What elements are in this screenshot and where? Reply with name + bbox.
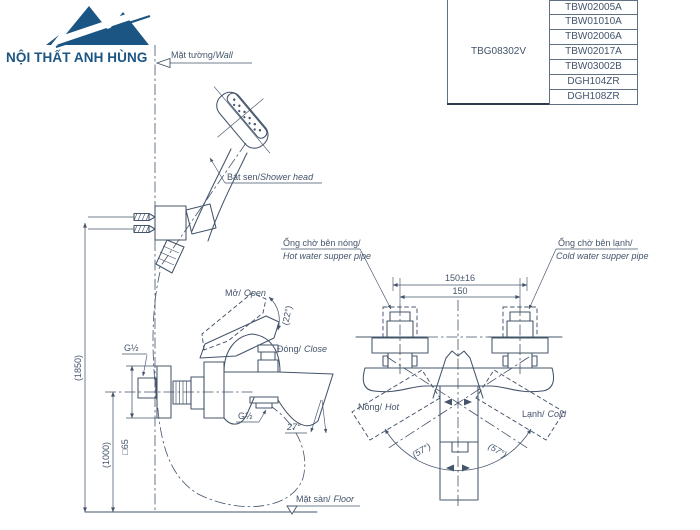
svg-text:Hot water supper pipe: Hot water supper pipe [283,251,371,261]
lever-open [201,292,267,351]
svg-text:G½: G½ [124,343,139,353]
dimension-150-16: 150±16 [392,273,528,291]
escutcheon-plate [156,365,172,419]
shower-head [155,86,271,274]
dimension-plate-65: □65 [120,365,160,455]
spout-angle-27: 27° [285,399,328,434]
svg-text:150: 150 [452,286,467,296]
svg-text:Bát sen/Shower head: Bát sen/Shower head [227,172,314,182]
main-product-code: TBG08302V [447,0,549,103]
open-angle-label: (22°) [280,305,294,326]
side-view: Mặt tường/Wall Mặt sàn/Floor (1850) ( [73,45,360,515]
spout [223,344,334,427]
table-row: DGH108ZR [549,89,638,105]
swing-right-label: (57°) [487,441,509,459]
close-label: Đóng/Close [277,344,327,354]
svg-text:(1850): (1850) [73,355,83,381]
shower-hose [152,271,306,508]
hot-pipe-label: Ống chờ bên nóng/ Hot water supper pipe [281,237,392,310]
wall-arrow-icon [155,57,171,69]
svg-text:Cold water supper pipe: Cold water supper pipe [556,251,649,261]
hot-supply-pipe [371,278,429,374]
dimension-1850: (1850) [73,216,134,513]
table-row: TBW02006A [549,29,638,45]
g-half-wall-label: G½ [122,343,148,377]
knurled-nut [172,380,192,405]
svg-text:Mặt sàn/Floor: Mặt sàn/Floor [296,494,355,504]
product-code-table: TBG08302V TBW02005A TBW01010A TBW02006A … [447,0,638,105]
lever-dome [223,333,281,373]
table-row: TBW02017A [549,44,638,60]
cold-label: Lạnh/Cold [522,409,567,419]
wall-fitting [137,377,157,399]
shower-head-label: Bát sen/Shower head [209,157,322,184]
svg-text:□65: □65 [120,439,130,454]
brand-logo [46,6,151,49]
brand-name: NỘI THẤT ANH HÙNG [6,50,148,65]
shower-bracket [133,203,217,241]
table-row: DGH104ZR [549,74,638,90]
hot-label: Nóng/Hot [358,402,400,412]
open-label: Mở/Open [225,288,266,298]
front-view: 150±16 150 Ống chờ bên nóng/ Hot water s… [281,237,649,508]
svg-text:(1000): (1000) [101,442,111,468]
accessory-code-column: TBW02005A TBW01010A TBW02006A TBW02017A … [549,0,638,105]
table-row: TBW02005A [549,0,638,15]
hose-connector [155,239,185,274]
floor-arrow-icon [286,505,298,515]
dimension-150: 150 [399,286,521,299]
table-row: TBW01010A [549,14,638,30]
swing-left-label: (57°) [411,441,433,459]
faucet-side: G½ (22°) Mở/Open [122,288,334,434]
floor-label: Mặt sàn/Floor [286,494,360,515]
cold-pipe-label: Ống chờ bên lạnh/ Cold water supper pipe [528,237,649,310]
svg-text:Ống chờ bên lạnh/: Ống chờ bên lạnh/ [558,237,633,248]
cold-supply-pipe [491,278,549,374]
valve-neck [190,376,205,410]
svg-text:Mặt tường/Wall: Mặt tường/Wall [171,50,234,60]
spout-shaft [439,386,479,501]
dimension-1000: (1000) [101,391,255,513]
svg-text:27°: 27° [286,422,301,432]
mounting-screw [133,224,156,234]
faucet-body-front [362,367,555,393]
valve-body [203,361,225,419]
svg-text:150±16: 150±16 [445,273,475,283]
svg-text:Ống chờ bên nóng/: Ống chờ bên nóng/ [283,237,361,248]
mounting-screw [133,212,156,222]
wall-label: Mặt tường/Wall [155,50,252,69]
g-half-outlet-label: G½ [236,409,267,423]
svg-text:G½: G½ [238,411,253,421]
table-row: TBW03002B [549,59,638,75]
